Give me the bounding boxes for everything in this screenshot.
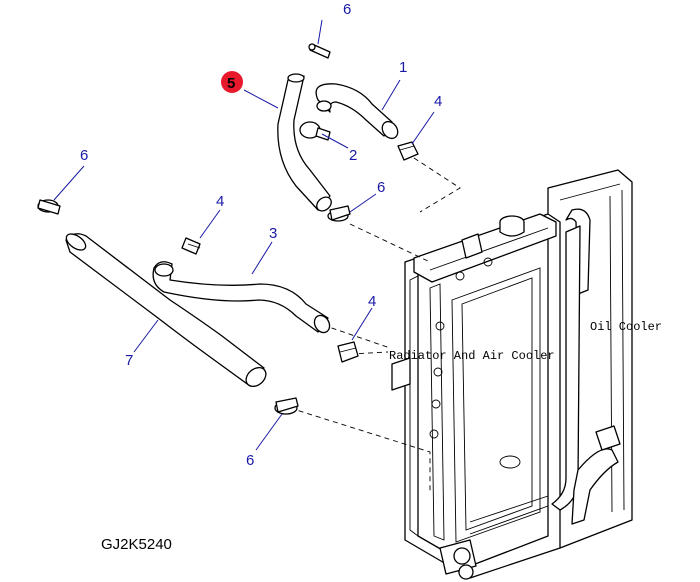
oil-cooler-label: Oil Cooler [590, 320, 662, 334]
callout-3[interactable]: 3 [269, 225, 277, 242]
clamp-part-6-bottom [274, 397, 299, 415]
callout-6-top[interactable]: 6 [343, 1, 351, 18]
callout-4-a[interactable]: 4 [434, 93, 442, 110]
clamp-part-6-left [37, 199, 61, 215]
leader-lines [53, 19, 435, 451]
clamp-part-4-c [337, 341, 359, 363]
callout-2[interactable]: 2 [349, 147, 357, 164]
hose-part-3 [152, 261, 331, 334]
clamp-part-4-a [397, 141, 419, 161]
callout-1[interactable]: 1 [399, 59, 407, 76]
callout-6-mid[interactable]: 6 [377, 179, 385, 196]
hose-part-1 [315, 83, 399, 140]
callout-4-b[interactable]: 4 [216, 193, 224, 210]
callout-4-c[interactable]: 4 [368, 293, 376, 310]
callouts: 6 1 5 4 2 6 6 4 3 4 7 6 [80, 1, 442, 469]
drawing-code: GJ2K5240 [101, 536, 172, 553]
clamp-part-2 [299, 121, 331, 141]
clamp-part-6-mid [327, 205, 351, 222]
radiator-assembly [391, 169, 633, 580]
radiator-label: Radiator And Air Cooler [389, 349, 555, 363]
pipe-part-7 [65, 233, 267, 388]
callout-6-bottom[interactable]: 6 [246, 452, 254, 469]
installation-lines [289, 157, 461, 494]
callout-7[interactable]: 7 [125, 352, 133, 369]
hose-part-5 [277, 73, 332, 212]
callout-5[interactable]: 5 [227, 75, 235, 92]
callout-6-left[interactable]: 6 [80, 147, 88, 164]
clamp-part-4-b [181, 237, 201, 255]
clamp-part-6-top [308, 43, 331, 59]
callout-5-highlight-badge[interactable]: 5 [221, 71, 243, 93]
